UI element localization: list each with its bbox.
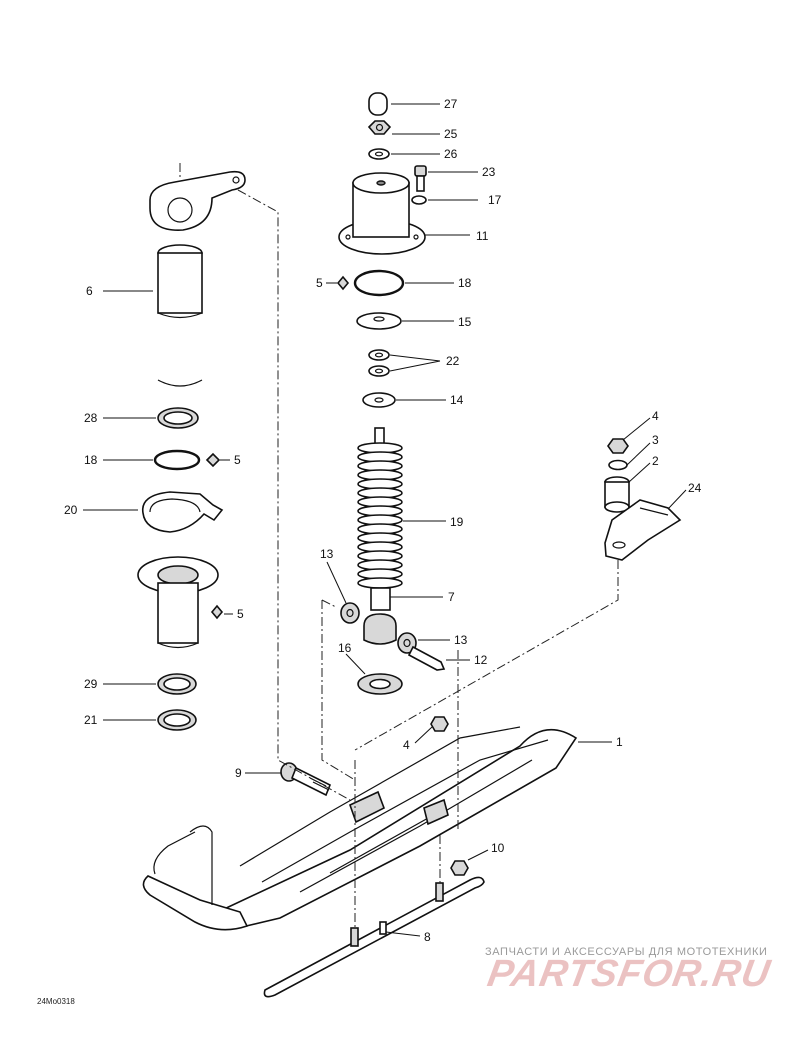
diagram-reference-code: 24Mo0318 [37, 997, 75, 1006]
part-20-circlip [141, 491, 224, 533]
part-5-grease-fitting-mid [205, 452, 221, 468]
part-8-runner [263, 876, 485, 998]
callout-label: 29 [84, 677, 98, 691]
part-11-housing [338, 172, 426, 255]
spring-coil [357, 577, 403, 589]
callout-label: 5 [234, 453, 241, 467]
part-top-ring-fragment [157, 379, 203, 387]
part-10-nut [450, 860, 469, 876]
part-ski-mount-blocks [349, 790, 449, 826]
callout-labels: 27 25 26 23 17 11 5 18 15 22 14 19 13 7 … [64, 97, 702, 944]
part-5-grease-fitting-low [210, 604, 224, 620]
callout-label: 22 [446, 354, 460, 368]
part-21-bushing [157, 709, 197, 731]
callout-label: 18 [84, 453, 98, 467]
part-lower-housing [137, 556, 219, 649]
callout-label: 28 [84, 411, 98, 425]
part-18-oring-top [353, 269, 405, 297]
callout-label: 2 [652, 454, 659, 468]
part-25-nut [367, 120, 392, 135]
callout-label: 16 [338, 641, 352, 655]
part-24-bracket [604, 499, 682, 561]
callout-label: 12 [474, 653, 488, 667]
part-17-washer [411, 195, 427, 205]
part-4-nut-right [607, 438, 629, 454]
part-13-bushing-right [397, 632, 417, 654]
callout-label: 9 [235, 766, 242, 780]
part-2-spacer [604, 476, 630, 513]
callout-label: 6 [86, 284, 93, 298]
part-3-washer-right [608, 459, 628, 471]
part-4-nut-ski [430, 716, 449, 732]
part-18-oring-left [153, 449, 201, 471]
part-9-bolt [280, 762, 332, 797]
callout-label: 21 [84, 713, 98, 727]
callout-label: 20 [64, 503, 78, 517]
part-1-ski [142, 726, 578, 931]
callout-label: 27 [444, 97, 458, 111]
callout-label: 19 [450, 515, 464, 529]
callout-label: 24 [688, 481, 702, 495]
part-27-cap [368, 92, 388, 116]
callout-label: 17 [488, 193, 502, 207]
assembly-lines [179, 163, 619, 930]
callout-label: 4 [652, 409, 659, 423]
callout-label: 7 [448, 590, 455, 604]
callout-label: 13 [320, 547, 334, 561]
part-28-bushing [157, 407, 199, 429]
callout-label: 8 [424, 930, 431, 944]
callout-label: 1 [616, 735, 623, 749]
callout-label: 3 [652, 433, 659, 447]
leader-lines [83, 103, 687, 937]
part-26-washer [368, 148, 390, 160]
callout-label: 14 [450, 393, 464, 407]
callout-label: 5 [316, 276, 323, 290]
watermark-tagline: ЗАПЧАСТИ И АКСЕССУАРЫ ДЛЯ МОТОТЕХНИКИ [485, 946, 768, 958]
callout-label: 4 [403, 738, 410, 752]
part-14-washer [362, 392, 396, 408]
watermark-logo: PARTSFOR.RU [484, 953, 774, 995]
part-19-shock-spring [357, 427, 403, 589]
callout-label: 5 [237, 607, 244, 621]
part-29-bushing [157, 673, 197, 695]
part-13-bushing-left [340, 602, 360, 624]
callout-label: 10 [491, 841, 505, 855]
callout-label: 15 [458, 315, 472, 329]
callout-label: 11 [476, 229, 489, 243]
callout-label: 18 [458, 276, 472, 290]
callout-label: 25 [444, 127, 458, 141]
part-22-washers [368, 349, 390, 377]
part-6-sleeve [157, 244, 203, 319]
part-7-shock-body [363, 587, 397, 645]
part-15-plate [356, 312, 402, 330]
part-23-bolt [414, 165, 427, 192]
callout-label: 23 [482, 165, 496, 179]
part-5-grease-fitting-top [336, 275, 350, 291]
part-top-clamp [149, 170, 246, 231]
callout-label: 26 [444, 147, 458, 161]
part-16-washer [357, 673, 403, 695]
part-12-pin [407, 645, 446, 671]
callout-label: 13 [454, 633, 468, 647]
